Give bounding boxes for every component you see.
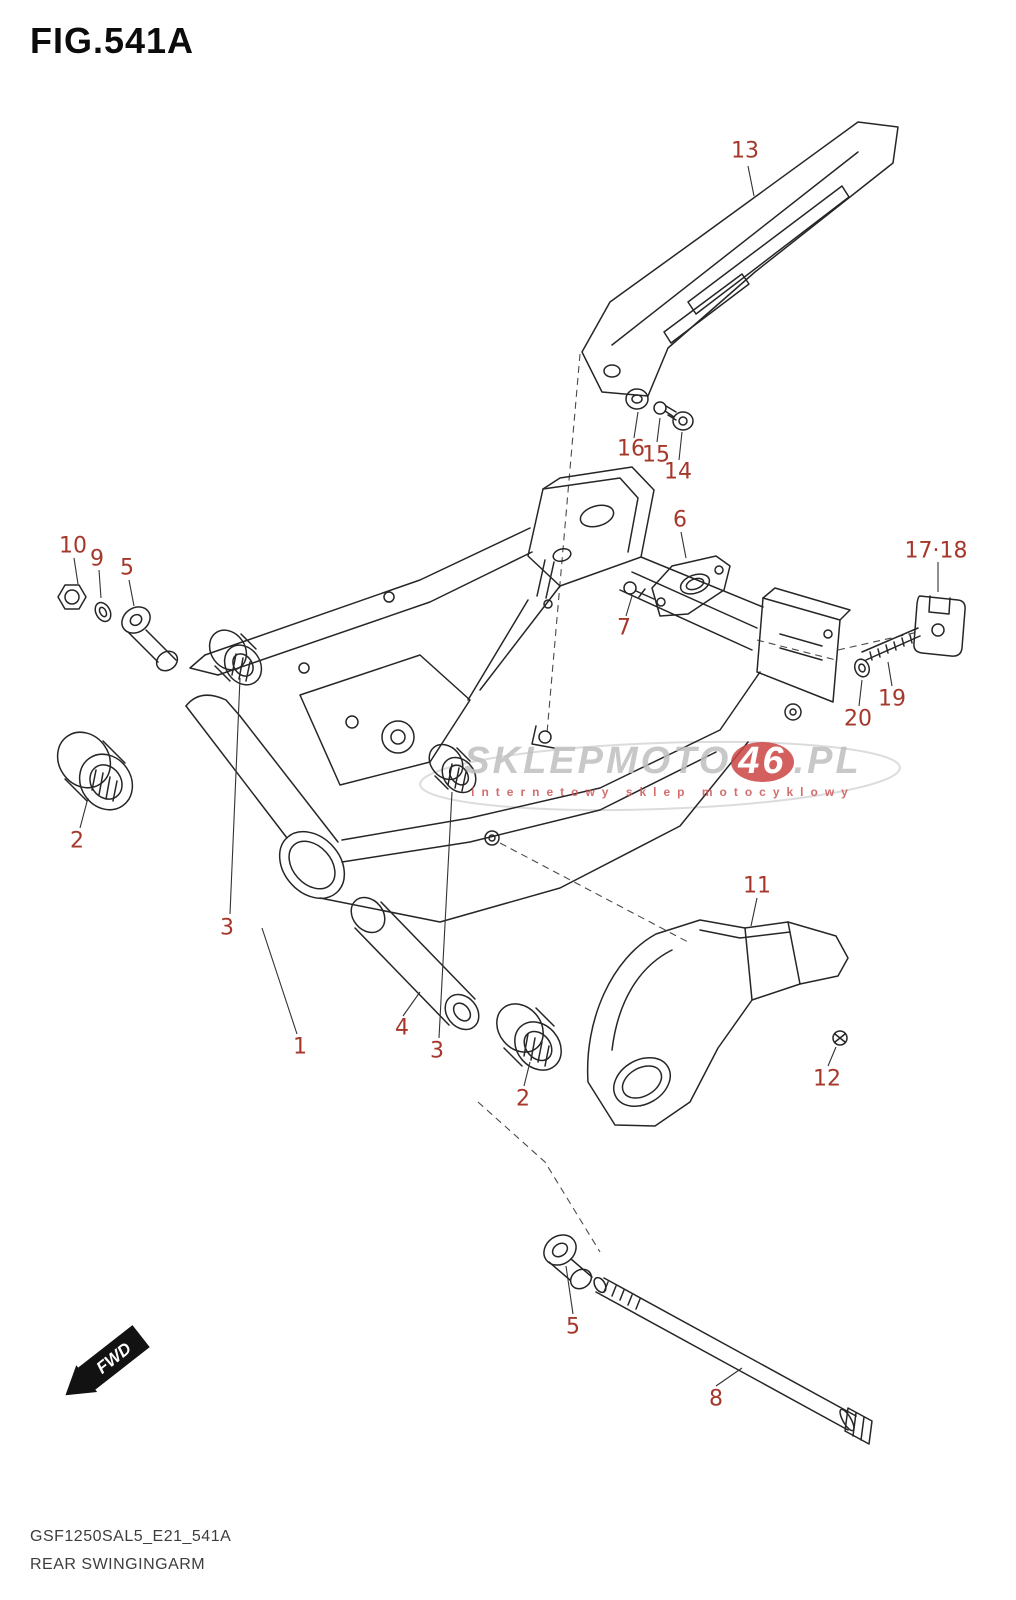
construction-lines xyxy=(477,353,919,1253)
fwd-arrowhead xyxy=(65,1365,98,1396)
footer-model-code: GSF1250SAL5_E21_541A xyxy=(30,1528,232,1545)
part-bearing-right xyxy=(496,1003,562,1071)
fwd-arrow: FWD xyxy=(65,1325,150,1396)
swingarm-illustration xyxy=(56,121,966,1445)
part-collar-right xyxy=(428,743,477,794)
fwd-band xyxy=(77,1325,150,1391)
page-title: FIG.541A xyxy=(30,20,195,61)
leader-lines xyxy=(73,165,939,1387)
part-guard-fasteners xyxy=(625,388,694,431)
part-swingarm-body xyxy=(185,527,851,923)
part-chain-guard xyxy=(581,121,899,397)
part-spacer-tube xyxy=(350,896,480,1031)
part-pivot-hardware-left xyxy=(57,584,179,672)
part-crossmember xyxy=(527,466,655,609)
part-chain-guide xyxy=(586,919,849,1127)
footer-figure-name: REAR SWINGINGARM xyxy=(30,1556,206,1573)
part-axle-assembly xyxy=(543,1234,873,1445)
part-collar-upper xyxy=(208,629,263,686)
watermark-swoosh xyxy=(419,740,901,812)
part-chain-adjuster xyxy=(853,595,966,678)
part-bracket xyxy=(623,555,731,617)
part-bearing-left xyxy=(56,731,134,811)
